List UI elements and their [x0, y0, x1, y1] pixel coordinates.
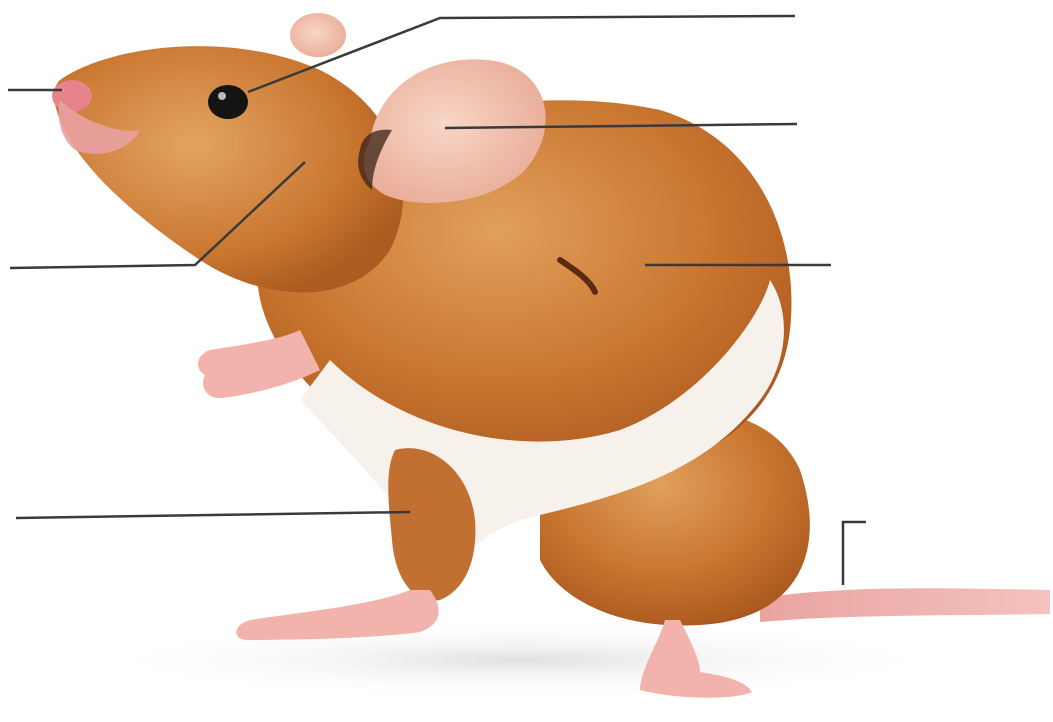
nose: [52, 80, 92, 112]
leader-line-leg: [16, 512, 410, 518]
far-ear: [290, 13, 346, 57]
raised-paw: [198, 330, 320, 398]
head: [54, 46, 403, 292]
tail: [760, 588, 1050, 622]
eye: [208, 85, 248, 119]
leader-line-tail: [843, 522, 866, 585]
front-foot: [236, 590, 438, 640]
ground-shadow: [90, 620, 950, 700]
eye-highlight: [218, 92, 226, 100]
